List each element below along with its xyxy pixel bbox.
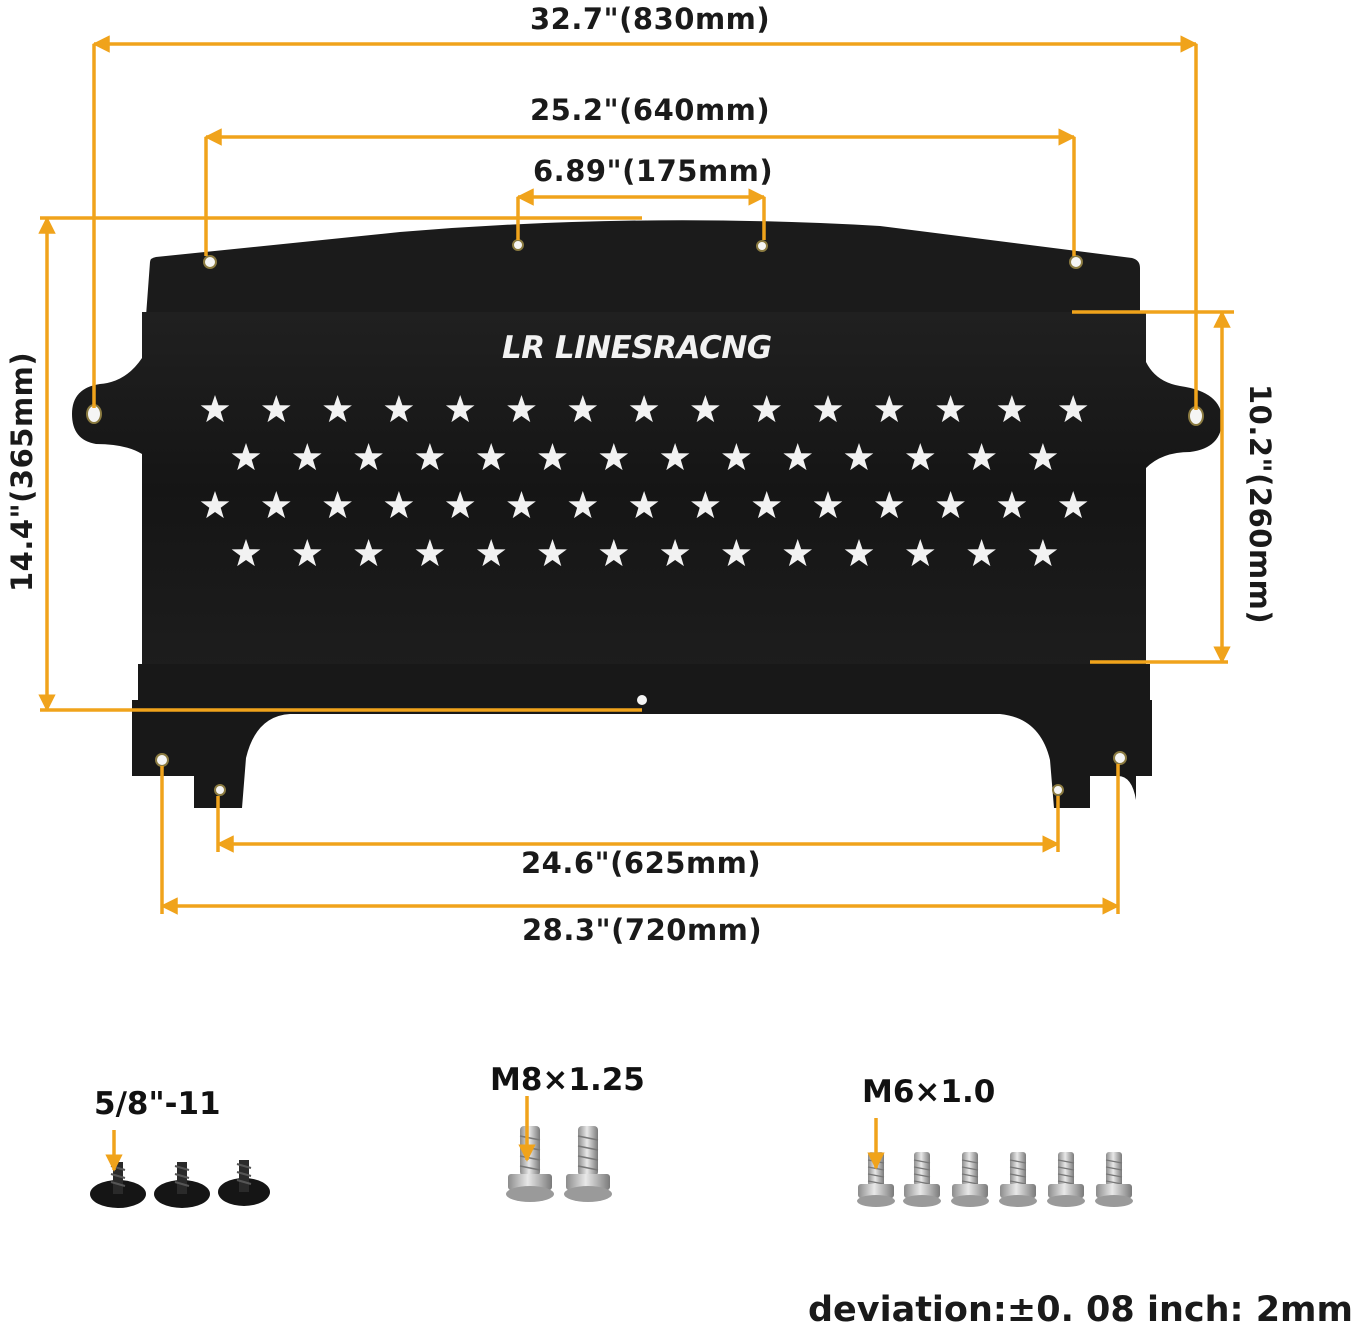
bolts-m8 xyxy=(506,1126,612,1202)
label-bolt-m8: M8×1.25 xyxy=(490,1062,645,1098)
brand-logo: LR LINESRACNG xyxy=(502,330,772,366)
bolt-m6 xyxy=(1095,1152,1133,1207)
label-bolt-m6: M6×1.0 xyxy=(862,1074,996,1110)
bottom-section xyxy=(138,664,1151,808)
label-top-mount-span: 25.2"(640mm) xyxy=(530,93,771,127)
dimension-lines xyxy=(38,35,1234,915)
label-grille-height: 10.2"(260mm) xyxy=(1243,384,1277,625)
brand-logo-mark: LR xyxy=(502,330,545,366)
radiator-guard-plate xyxy=(72,220,1222,808)
mounting-holes xyxy=(86,239,1204,796)
hardware-pointers xyxy=(105,1096,885,1172)
label-overall-height: 14.4"(365mm) xyxy=(5,351,39,592)
bolt-m6 xyxy=(903,1152,941,1207)
top-flange xyxy=(146,220,1140,316)
brand-name: LINESRACNG xyxy=(554,330,772,366)
bolts-m6 xyxy=(857,1152,1133,1207)
grille-body xyxy=(72,312,1222,668)
bolt-m6 xyxy=(1047,1152,1085,1207)
bolt-m6 xyxy=(951,1152,989,1207)
label-lower-inner-span: 24.6"(625mm) xyxy=(521,846,762,880)
bolt-m6 xyxy=(999,1152,1037,1207)
label-overall-width: 32.7"(830mm) xyxy=(530,2,771,36)
label-lower-outer-span: 28.3"(720mm) xyxy=(522,913,763,947)
label-center-mount-span: 6.89"(175mm) xyxy=(533,154,774,188)
label-screw-5-8-11: 5/8"-11 xyxy=(94,1086,221,1122)
black-screws-5-8-11 xyxy=(90,1160,270,1208)
deviation-note: deviation:±0. 08 inch: 2mm xyxy=(807,1290,1353,1330)
